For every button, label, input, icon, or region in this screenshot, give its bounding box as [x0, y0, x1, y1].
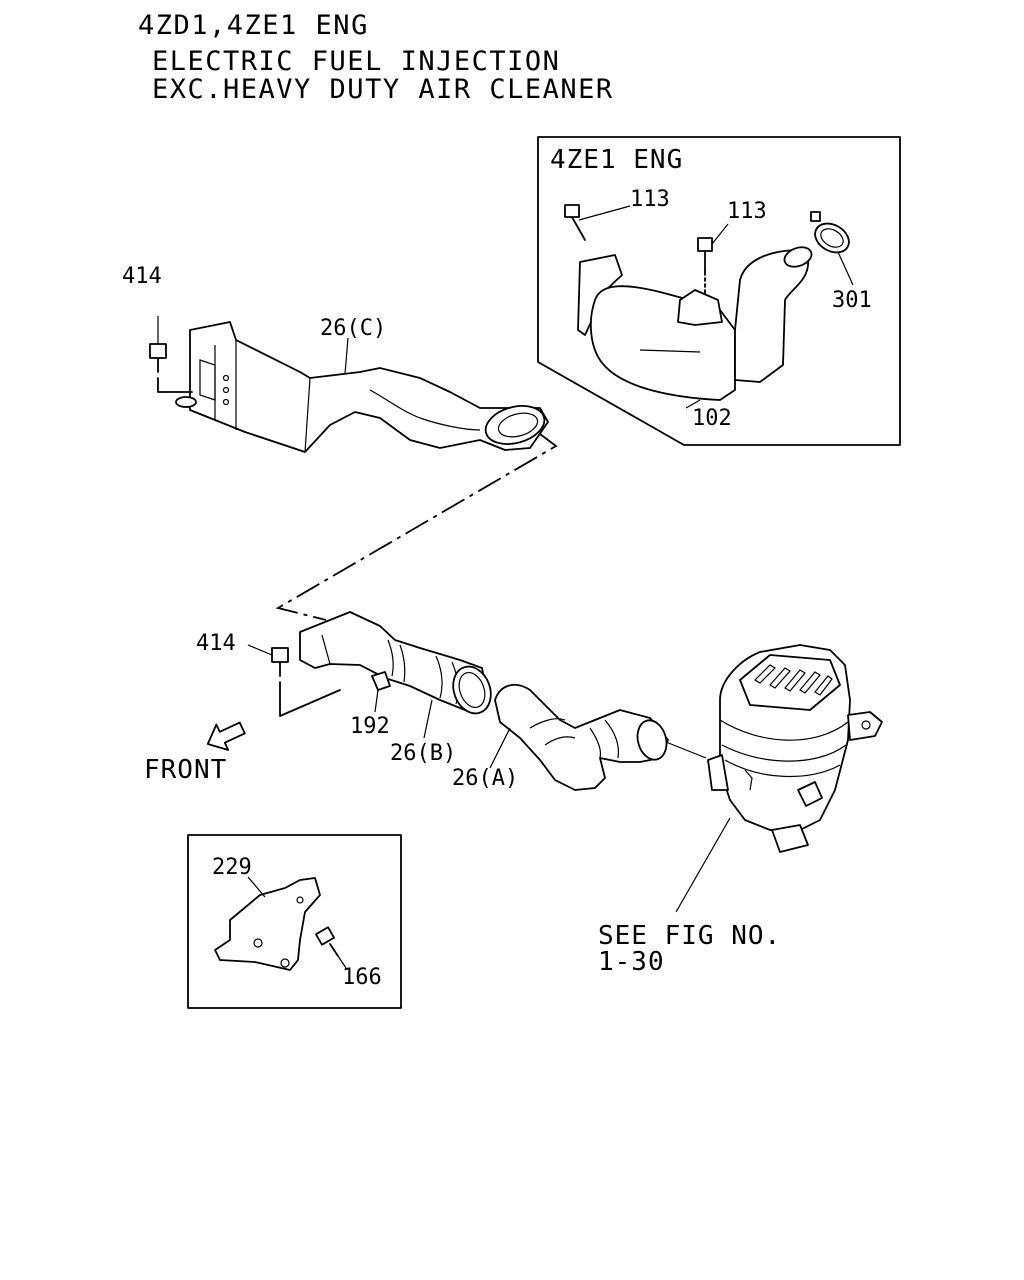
bolt-113-left	[564, 204, 631, 241]
see-fig-line1: SEE FIG NO.	[598, 921, 781, 951]
front-label: FRONT	[144, 755, 227, 785]
bolt-414-upper	[149, 316, 197, 408]
bolt-166	[315, 926, 347, 969]
callout-229: 229	[212, 855, 252, 880]
callout-26a: 26(A)	[452, 766, 518, 791]
callout-26c: 26(C)	[320, 316, 386, 341]
callout-166: 166	[342, 965, 382, 990]
duct-26b	[299, 611, 492, 739]
resonator-duct-26c	[189, 321, 549, 453]
callout-414-upper: 414	[122, 264, 162, 289]
callout-192: 192	[350, 714, 390, 739]
clamp-301	[810, 211, 854, 286]
inset-frame	[537, 136, 901, 446]
inset-bracket-frame	[187, 834, 402, 1009]
inset-bracket: 229 166	[187, 834, 402, 1009]
bolt-113-right	[697, 223, 729, 301]
front-arrow-icon	[206, 721, 246, 751]
callout-113-right: 113	[727, 199, 767, 224]
callout-102: 102	[692, 406, 732, 431]
air-duct-102	[577, 246, 813, 409]
callout-113-left: 113	[630, 187, 670, 212]
assembly-reference-line	[275, 433, 558, 621]
callout-26b: 26(B)	[390, 741, 456, 766]
subtitle-air-cleaner: EXC.HEAVY DUTY AIR CLEANER	[152, 74, 614, 105]
subtitle-fuel-injection: ELECTRIC FUEL INJECTION	[152, 46, 560, 77]
callout-414-lower: 414	[196, 631, 236, 656]
bolt-414-lower	[247, 644, 341, 717]
air-cleaner-assembly	[675, 644, 883, 913]
see-fig-line2: 1-30	[598, 947, 665, 977]
callout-301: 301	[832, 288, 872, 313]
hose-26a	[489, 683, 707, 791]
air-cleaner-vents	[754, 664, 833, 696]
engine-title: 4ZD1,4ZE1 ENG	[138, 10, 369, 41]
inset-title: 4ZE1 ENG	[550, 145, 683, 175]
inset-4ze1-engine: 4ZE1 ENG 113 113 301	[537, 136, 901, 446]
bracket-229	[214, 876, 321, 971]
